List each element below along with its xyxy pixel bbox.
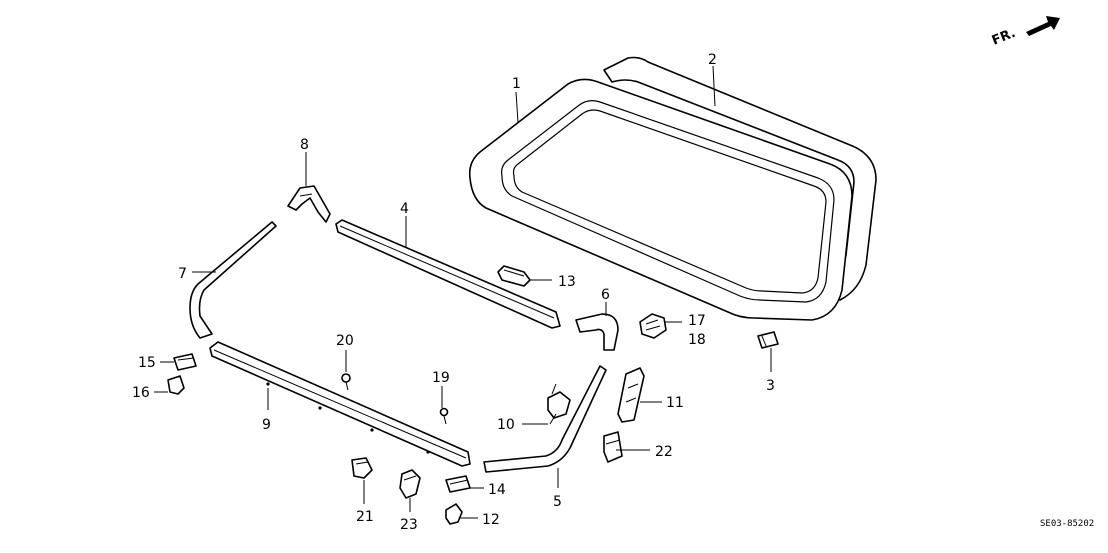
callout-21: 21 [356, 509, 374, 525]
callout-15: 15 [138, 355, 156, 371]
callout-2: 2 [708, 52, 717, 68]
part-15-clip [173, 353, 197, 371]
callout-22: 22 [655, 444, 673, 460]
part-21-fastener [351, 457, 373, 479]
part-3-clip [757, 331, 779, 349]
part-1-windshield-glass [468, 78, 853, 321]
callout-9: 9 [262, 417, 271, 433]
drawing-code: SE03-85202 [1040, 519, 1094, 529]
part-20-screw [341, 373, 351, 391]
part-14-clip [445, 475, 471, 493]
callout-19: 19 [432, 370, 450, 386]
callout-6: 6 [601, 287, 610, 303]
part-6-corner-cap [575, 313, 619, 351]
part-13-bracket [497, 265, 531, 287]
part-17-18-fastener [639, 313, 667, 339]
callout-5: 5 [553, 494, 562, 510]
callout-23: 23 [400, 517, 418, 533]
part-19-screw [439, 407, 449, 425]
callout-7: 7 [178, 266, 187, 282]
part-16-clip [167, 375, 185, 395]
front-direction-label: FR. [990, 26, 1018, 49]
front-direction-indicator: FR. [990, 16, 1060, 49]
callout-10: 10 [497, 417, 515, 433]
callout-16: 16 [132, 385, 150, 401]
part-8-corner-cover [287, 185, 331, 223]
callout-13: 13 [558, 274, 576, 290]
callout-14: 14 [488, 482, 506, 498]
callout-4: 4 [400, 201, 409, 217]
part-12-clip [445, 503, 463, 525]
callout-12: 12 [482, 512, 500, 528]
part-7-side-molding [189, 221, 277, 339]
part-9-lower-molding [209, 341, 471, 467]
callout-numbers: 1 2 3 4 5 6 7 8 9 10 11 12 13 14 15 16 1… [132, 52, 775, 533]
part-10-hook-clip [547, 383, 571, 425]
leader-lines [154, 65, 772, 519]
callout-8: 8 [300, 137, 309, 153]
part-11-holder [617, 367, 645, 423]
callout-17: 17 [688, 313, 706, 329]
part-5-side-molding [483, 365, 607, 473]
part-4-upper-molding [335, 219, 561, 329]
callout-1: 1 [512, 76, 521, 92]
part-22-clip [603, 431, 623, 463]
callout-20: 20 [336, 333, 354, 349]
front-arrow-icon [1026, 16, 1060, 36]
callout-18: 18 [688, 332, 706, 348]
callout-3: 3 [766, 378, 775, 394]
callout-11: 11 [666, 395, 684, 411]
part-23-bracket [399, 469, 421, 499]
